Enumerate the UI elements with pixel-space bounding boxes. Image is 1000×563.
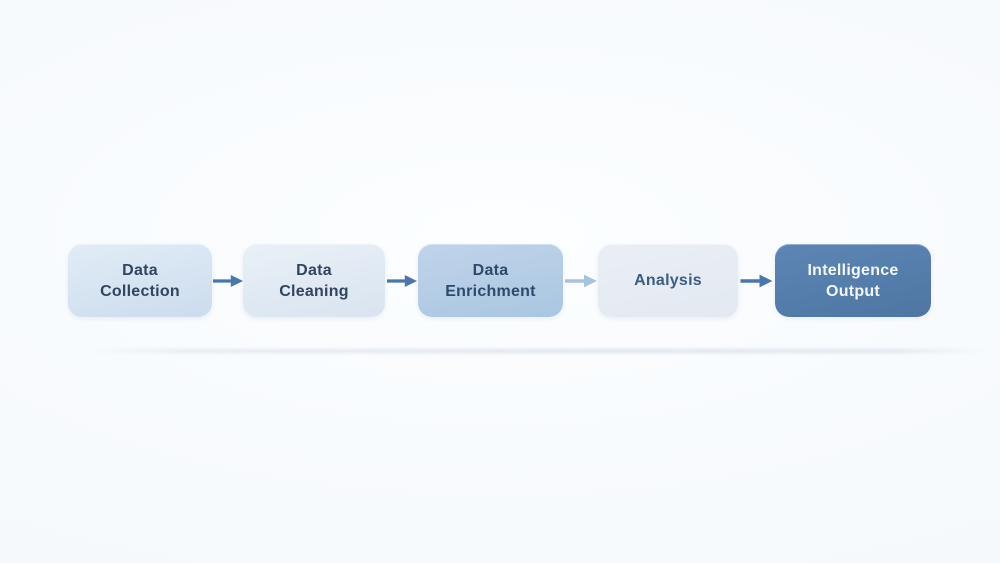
flow-step-intelligence-output: Intelligence Output [775, 244, 931, 317]
arrow-right-shape [212, 275, 243, 287]
step-label-line: Cleaning [279, 282, 349, 300]
step-label-line: Output [826, 282, 880, 300]
arrow-collection-to-cleaning [212, 270, 243, 292]
arrow-right-icon [212, 275, 243, 287]
arrow-cleaning-to-enrichment [385, 270, 418, 292]
arrow-enrichment-to-analysis [563, 270, 598, 292]
flow-step-data-enrichment: Data Enrichment [418, 244, 563, 317]
flow-step-data-cleaning: Data Cleaning [243, 244, 385, 317]
arrow-right-shape [740, 274, 773, 288]
flow-step-data-collection: Data Collection [68, 244, 212, 317]
flow-step-analysis: Analysis [598, 244, 738, 317]
step-label-line: Data [472, 261, 509, 279]
step-label-line: Data [122, 261, 158, 279]
row-shadow-line [85, 349, 985, 353]
arrow-right-icon [564, 274, 597, 288]
arrow-right-icon [740, 274, 773, 288]
step-label-line: Enrichment [445, 282, 536, 300]
arrow-right-shape [564, 274, 597, 288]
step-label-line: Intelligence [807, 261, 899, 279]
step-label-line: Data [296, 261, 332, 279]
arrow-analysis-to-output [738, 270, 775, 292]
arrow-right-icon [386, 275, 417, 287]
step-label-line: Collection [100, 282, 180, 300]
step-label-line: Analysis [634, 272, 702, 289]
arrow-right-shape [386, 275, 417, 287]
